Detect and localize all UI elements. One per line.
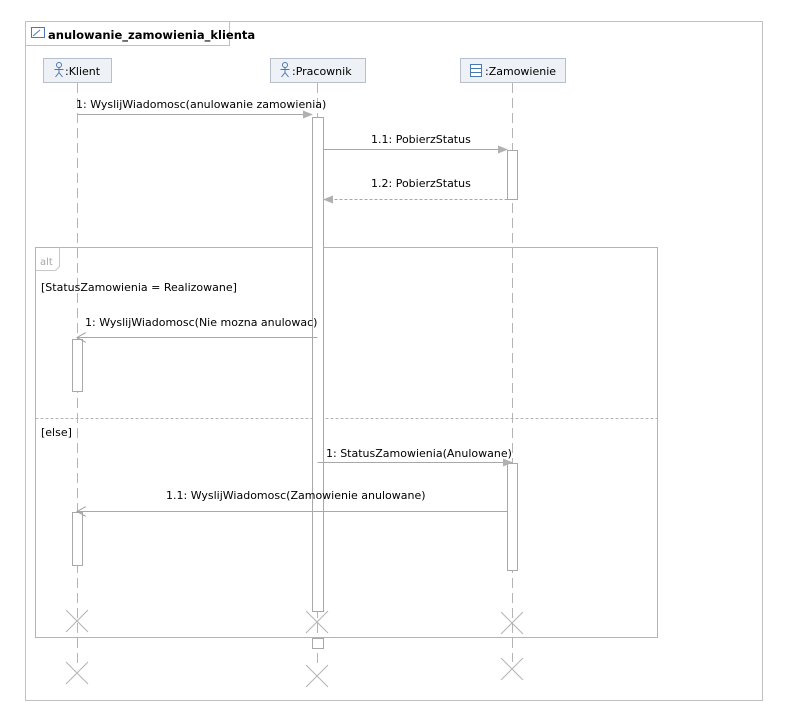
lifeline-label-klient: :Klient (65, 65, 101, 78)
destroy-pracownik-1 (305, 610, 329, 634)
alt-operator-label: alt (40, 257, 53, 268)
destroy-zamowienie-1 (500, 611, 524, 635)
frame-icon (31, 27, 45, 38)
activation-pracownik-tail (312, 638, 324, 649)
message-m5[interactable]: 1: StatusZamowienia(Anulowane) (317, 447, 513, 467)
lifeline-label-zamowienie: :Zamowienie (485, 65, 556, 78)
destroy-klient-1 (65, 609, 89, 633)
lifeline-label-pracownik: :Pracownik (292, 65, 352, 78)
actor-icon (280, 62, 290, 78)
diagram-title: anulowanie_zamowienia_klienta (48, 28, 255, 43)
lifeline-head-pracownik[interactable]: :Pracownik (270, 58, 366, 83)
message-m6[interactable]: 1.1: WyslijWiadomosc(Zamowienie anulowan… (77, 489, 508, 512)
class-icon (470, 64, 482, 77)
message-m3[interactable]: 1.2: PobierzStatus (323, 177, 508, 204)
activation-pracownik (312, 117, 324, 612)
message-m4[interactable]: 1: WyslijWiadomosc(Nie mozna anulowac) (77, 316, 318, 338)
lifeline-head-zamowienie[interactable]: :Zamowienie (460, 58, 566, 83)
diagram-frame (25, 21, 763, 701)
destroy-zamowienie-2 (500, 657, 524, 681)
activation-zamowienie-1 (507, 150, 518, 200)
activation-zamowienie-2 (507, 463, 518, 571)
actor-icon (54, 62, 64, 78)
message-label: 1.1: WyslijWiadomosc(Zamowienie anulowan… (166, 489, 426, 502)
message-label: 1: WyslijWiadomosc(anulowanie zamowienia… (76, 98, 326, 111)
message-label: 1.1: PobierzStatus (371, 133, 471, 146)
activation-klient-1 (72, 339, 83, 392)
message-m1[interactable]: 1: WyslijWiadomosc(anulowanie zamowienia… (76, 98, 326, 119)
message-label: 1: StatusZamowienia(Anulowane) (326, 447, 512, 460)
alt-guard-1: [StatusZamowienia = Realizowane] (41, 281, 237, 294)
message-label: 1: WyslijWiadomosc(Nie mozna anulowac) (85, 316, 317, 329)
message-label: 1.2: PobierzStatus (371, 177, 471, 190)
alt-operator-tab (35, 247, 60, 271)
diagram-title-tab (25, 21, 230, 46)
alt-guard-2: [else] (41, 426, 72, 439)
message-m2[interactable]: 1.1: PobierzStatus (323, 133, 508, 154)
activation-klient-2 (72, 512, 83, 566)
destroy-pracownik-2 (305, 664, 329, 688)
lifeline-head-klient[interactable]: :Klient (43, 58, 112, 83)
destroy-klient-2 (65, 661, 89, 685)
alt-fragment (35, 247, 658, 638)
